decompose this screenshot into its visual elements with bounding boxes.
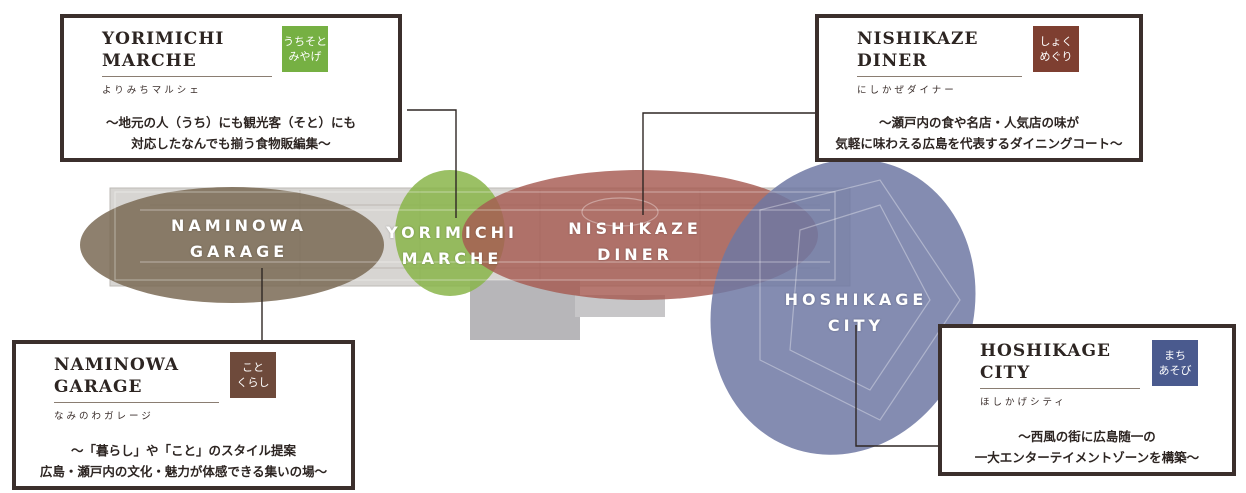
- zone-hoshikage-city[interactable]: [670, 122, 1017, 493]
- zone-label-naminowa-line2: GARAGE: [189, 242, 289, 261]
- box-desc-hoshikage: ～西風の街に広島随一の 一大エンターテイメントゾーンを構築～: [942, 426, 1232, 468]
- zone-label-hoshikage-line2: CITY: [827, 316, 885, 335]
- badge-nishikaze: しょく めぐり: [1033, 26, 1079, 72]
- badge-nishikaze-line2: めぐり: [1039, 50, 1073, 63]
- box-desc-hoshikage-line2: 一大エンターテイメントゾーンを構築～: [974, 450, 1200, 465]
- zone-naminowa-garage[interactable]: [80, 187, 384, 303]
- badge-naminowa-line2: くらし: [236, 376, 270, 389]
- box-desc-yorimichi-line1: ～地元の人（うち）にも観光客（そと）にも: [105, 115, 356, 130]
- box-rule-naminowa: [54, 402, 219, 403]
- box-title-nishikaze-line1: NISHIKAZE: [857, 29, 979, 49]
- box-desc-yorimichi-line2: 対応したなんでも揃う食物販編集～: [131, 136, 331, 151]
- leader-nishikaze: [642, 112, 815, 215]
- leader-hoshikage: [855, 325, 938, 447]
- box-title-nishikaze: NISHIKAZE DINER: [857, 28, 978, 72]
- zone-label-naminowa: NAMINOWA GARAGE: [164, 213, 314, 265]
- box-title-naminowa-line1: NAMINOWA: [54, 355, 180, 375]
- badge-nishikaze-line1: しょく: [1039, 35, 1073, 48]
- badge-hoshikage-line1: まち: [1164, 349, 1186, 362]
- box-sub-naminowa: なみのわガレージ: [54, 411, 154, 422]
- zone-label-yorimichi: YORIMICHI MARCHE: [372, 220, 532, 272]
- leader-lines: [261, 109, 938, 447]
- box-desc-nishikaze-line1: ～瀬戸内の食や名店・人気店の味が: [878, 115, 1079, 130]
- box-desc-nishikaze: ～瀬戸内の食や名店・人気店の味が 気軽に味わえる広島を代表するダイニングコート～: [819, 112, 1139, 154]
- box-title-naminowa: NAMINOWA GARAGE: [54, 354, 179, 398]
- zone-label-yorimichi-line1: YORIMICHI: [386, 223, 518, 242]
- box-sub-nishikaze: にしかぜダイナー: [857, 85, 957, 96]
- building-detail-lines: [114, 179, 961, 421]
- zone-yorimichi-marche[interactable]: [395, 170, 505, 296]
- box-desc-naminowa: ～「暮らし」や「こと」のスタイル提案 広島・瀬戸内の文化・魅力が体感できる集いの…: [16, 440, 351, 482]
- box-title-yorimichi: YORIMICHI MARCHE: [102, 28, 224, 72]
- box-desc-naminowa-line1: ～「暮らし」や「こと」のスタイル提案: [70, 443, 296, 458]
- badge-naminowa-line1: こと: [242, 361, 264, 374]
- box-rule-hoshikage: [980, 388, 1140, 389]
- zone-label-nishikaze-line1: NISHIKAZE: [568, 219, 702, 238]
- zone-label-hoshikage: HOSHIKAGE CITY: [766, 287, 946, 339]
- box-title-hoshikage-line2: CITY: [980, 363, 1031, 383]
- info-box-yorimichi[interactable]: YORIMICHI MARCHE よりみちマルシェ うちそと みやげ ～地元の人…: [60, 14, 402, 162]
- box-desc-yorimichi: ～地元の人（うち）にも観光客（そと）にも 対応したなんでも揃う食物販編集～: [64, 112, 398, 154]
- box-title-yorimichi-line2: MARCHE: [102, 51, 197, 71]
- badge-yorimichi-line2: みやげ: [288, 50, 322, 63]
- badge-hoshikage: まち あそび: [1152, 340, 1198, 386]
- box-title-naminowa-line2: GARAGE: [54, 377, 143, 397]
- leader-yorimichi: [407, 109, 457, 218]
- badge-yorimichi-line1: うちそと: [283, 35, 327, 48]
- info-box-nishikaze[interactable]: NISHIKAZE DINER にしかぜダイナー しょく めぐり ～瀬戸内の食や…: [815, 14, 1143, 162]
- box-title-hoshikage: HOSHIKAGE CITY: [980, 340, 1111, 384]
- box-sub-yorimichi: よりみちマルシェ: [102, 85, 202, 96]
- zone-label-nishikaze-line2: DINER: [597, 245, 673, 264]
- box-title-yorimichi-line1: YORIMICHI: [102, 29, 225, 49]
- badge-yorimichi: うちそと みやげ: [282, 26, 328, 72]
- zone-label-nishikaze: NISHIKAZE DINER: [560, 216, 710, 268]
- badge-hoshikage-line2: あそび: [1158, 364, 1192, 377]
- zone-label-naminowa-line1: NAMINOWA: [171, 216, 307, 235]
- box-sub-hoshikage: ほしかげシティ: [980, 397, 1067, 408]
- badge-naminowa: こと くらし: [230, 352, 276, 398]
- box-desc-nishikaze-line2: 気軽に味わえる広島を代表するダイニングコート～: [835, 136, 1123, 151]
- box-desc-naminowa-line2: 広島・瀬戸内の文化・魅力が体感できる集いの場～: [39, 464, 328, 479]
- box-rule-nishikaze: [857, 76, 1022, 77]
- box-rule-yorimichi: [102, 76, 272, 77]
- info-box-naminowa[interactable]: NAMINOWA GARAGE なみのわガレージ こと くらし ～「暮らし」や「…: [12, 340, 355, 490]
- box-title-nishikaze-line2: DINER: [857, 51, 928, 71]
- info-box-hoshikage[interactable]: HOSHIKAGE CITY ほしかげシティ まち あそび ～西風の街に広島随一…: [938, 324, 1236, 476]
- zone-label-hoshikage-line1: HOSHIKAGE: [784, 290, 928, 309]
- box-title-hoshikage-line1: HOSHIKAGE: [980, 341, 1111, 361]
- zone-label-yorimichi-line2: MARCHE: [401, 249, 503, 268]
- box-desc-hoshikage-line1: ～西風の街に広島随一の: [1018, 429, 1156, 444]
